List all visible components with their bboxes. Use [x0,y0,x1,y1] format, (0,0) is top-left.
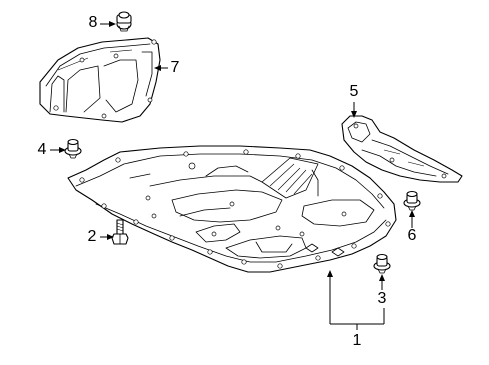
callout-7: 7 [170,59,180,76]
part-4-clip [64,138,82,159]
callout-8: 8 [88,14,98,31]
callout-6: 6 [407,227,417,244]
part-2-bolt [111,219,129,245]
part-7-side-shield [39,37,161,123]
leader-3 [379,274,385,290]
callout-4: 4 [37,141,47,158]
callout-3: 3 [377,290,387,307]
leader-4 [50,147,66,153]
part-1-engine-under-cover [67,145,397,273]
callout-1: 1 [352,332,362,349]
leader-8 [100,21,116,27]
leader-6 [409,210,415,228]
part-8-clip [116,11,132,32]
callout-2: 2 [87,228,97,245]
leader-1 [327,270,385,330]
part-3-clip [373,253,391,274]
leader-7 [154,65,168,71]
part-6-clip [403,190,421,211]
part-5-side-shield [341,115,463,183]
callout-5: 5 [349,83,359,100]
leader-5 [351,102,357,118]
leader-2 [100,234,114,240]
